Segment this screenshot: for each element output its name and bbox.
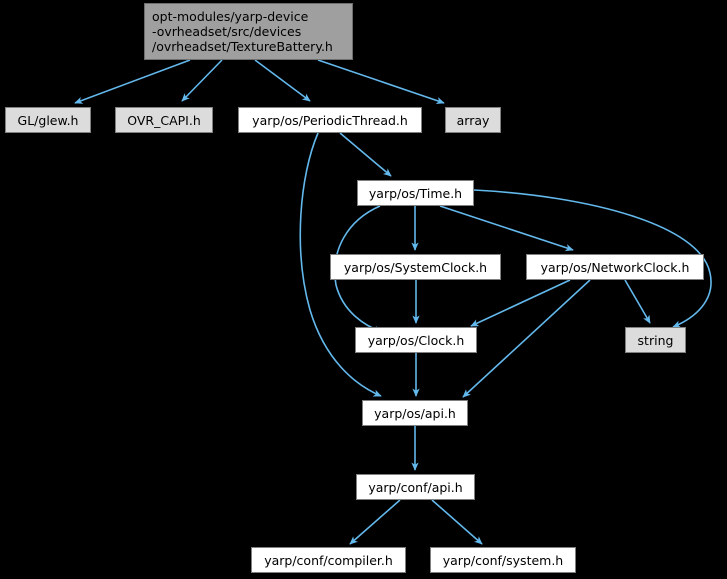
node-networkclock[interactable]: yarp/os/NetworkClock.h bbox=[526, 254, 704, 280]
node-compiler[interactable]: yarp/conf/compiler.h bbox=[251, 547, 406, 573]
node-glew[interactable]: GL/glew.h bbox=[5, 107, 91, 133]
edge-time-to-networkclock bbox=[439, 205, 574, 252]
node-system[interactable]: yarp/conf/system.h bbox=[430, 547, 576, 573]
node-root[interactable]: opt-modules/yarp-device -ovrheadset/src/… bbox=[144, 3, 353, 60]
node-clock[interactable]: yarp/os/Clock.h bbox=[355, 327, 477, 353]
node-confapi[interactable]: yarp/conf/api.h bbox=[356, 474, 475, 500]
edge-root-to-array bbox=[317, 59, 445, 105]
node-systemclock[interactable]: yarp/os/SystemClock.h bbox=[330, 254, 501, 280]
node-periodicthread[interactable]: yarp/os/PeriodicThread.h bbox=[238, 107, 422, 133]
edge-periodicthread-to-time bbox=[339, 132, 392, 177]
node-time[interactable]: yarp/os/Time.h bbox=[357, 180, 474, 206]
edge-networkclock-to-string bbox=[624, 279, 651, 324]
node-array[interactable]: array bbox=[445, 107, 501, 133]
edge-root-to-periodicthread bbox=[254, 59, 311, 102]
edge-confapi-to-compiler bbox=[349, 499, 401, 545]
node-ovr_capi[interactable]: OVR_CAPI.h bbox=[115, 107, 213, 133]
edge-confapi-to-system bbox=[431, 499, 483, 545]
edge-root-to-glew bbox=[74, 59, 191, 104]
edge-networkclock-to-clock bbox=[470, 279, 571, 327]
edge-networkclock-to-osapi bbox=[462, 279, 591, 398]
edge-root-to-ovr_capi bbox=[181, 59, 223, 102]
node-string[interactable]: string bbox=[625, 327, 686, 353]
node-osapi[interactable]: yarp/os/api.h bbox=[362, 400, 468, 426]
